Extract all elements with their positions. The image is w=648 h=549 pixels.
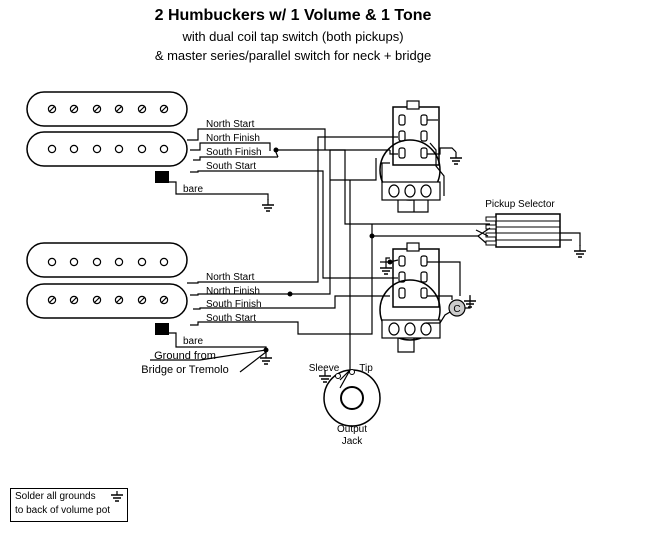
bridge-lead-north-start: North Start [206,272,255,283]
selector-ground-icon [573,244,587,258]
bridge-lead-south-start: South Start [206,313,256,324]
bridge-lead-north-finish: North Finish [206,286,260,297]
neck-humbucker [26,91,188,167]
solder-grounds-note: Solder all grounds to back of volume pot [10,488,128,522]
output-jack-label-2: Jack [342,436,364,447]
diagram-subtitle-1: with dual coil tap switch (both pickups) [181,29,403,44]
neck-bare-label: bare [183,184,203,195]
coil-tap-switch [392,100,440,166]
neck-ground-icon [261,198,275,212]
bridge-humbucker [26,242,188,319]
upper-switch-wires [330,119,457,196]
output-jack [323,369,381,427]
note-line-2: to back of volume pot [15,505,111,516]
selector-junction-dot [369,233,375,239]
neck-junction-dot [273,147,279,153]
bridge-cable-jacket [155,323,169,335]
bridge-bare-label: bare [183,336,203,347]
volume-pot [379,139,441,213]
volume-ground-icon [449,151,463,165]
neck-cable-jacket [155,171,169,183]
note-ground-icon [111,491,123,502]
bridge-slug-poles [47,257,169,267]
capacitor-label: C [453,304,460,315]
neck-lead-south-finish: South Finish [206,147,262,158]
pickup-selector-switch [485,213,561,248]
series-parallel-switch [392,242,440,308]
bridge-ground-junction-dot [263,347,269,353]
bridge-or-tremolo-label: Bridge or Tremolo [141,364,228,376]
ground-from-label: Ground from [154,350,216,362]
neck-slug-poles [47,144,169,154]
lower-switch-junction-dot [387,259,393,265]
neck-lead-south-start: South Start [206,161,256,172]
bridge-lead-south-finish: South Finish [206,299,262,310]
bridge-screw-poles [47,295,169,305]
bridge-ground-icon [259,351,273,365]
neck-lead-north-start: North Start [206,119,255,130]
diagram-subtitle-2: & master series/parallel switch for neck… [155,48,431,63]
output-jack-label-1: Output [337,424,367,435]
bridge-junction-dot [287,291,293,297]
pickup-selector-label: Pickup Selector [485,199,555,210]
neck-screw-poles [47,104,169,114]
selector-wires [372,227,581,246]
note-line-1: Solder all grounds [15,491,96,502]
tone-pot [379,279,441,353]
diagram-title: 2 Humbuckers w/ 1 Volume & 1 Tone [155,7,432,24]
neck-lead-north-finish: North Finish [206,133,260,144]
jack-tip-label: Tip [359,363,373,374]
jack-sleeve-label: Sleeve [309,363,340,374]
tone-capacitor: C [448,299,466,317]
